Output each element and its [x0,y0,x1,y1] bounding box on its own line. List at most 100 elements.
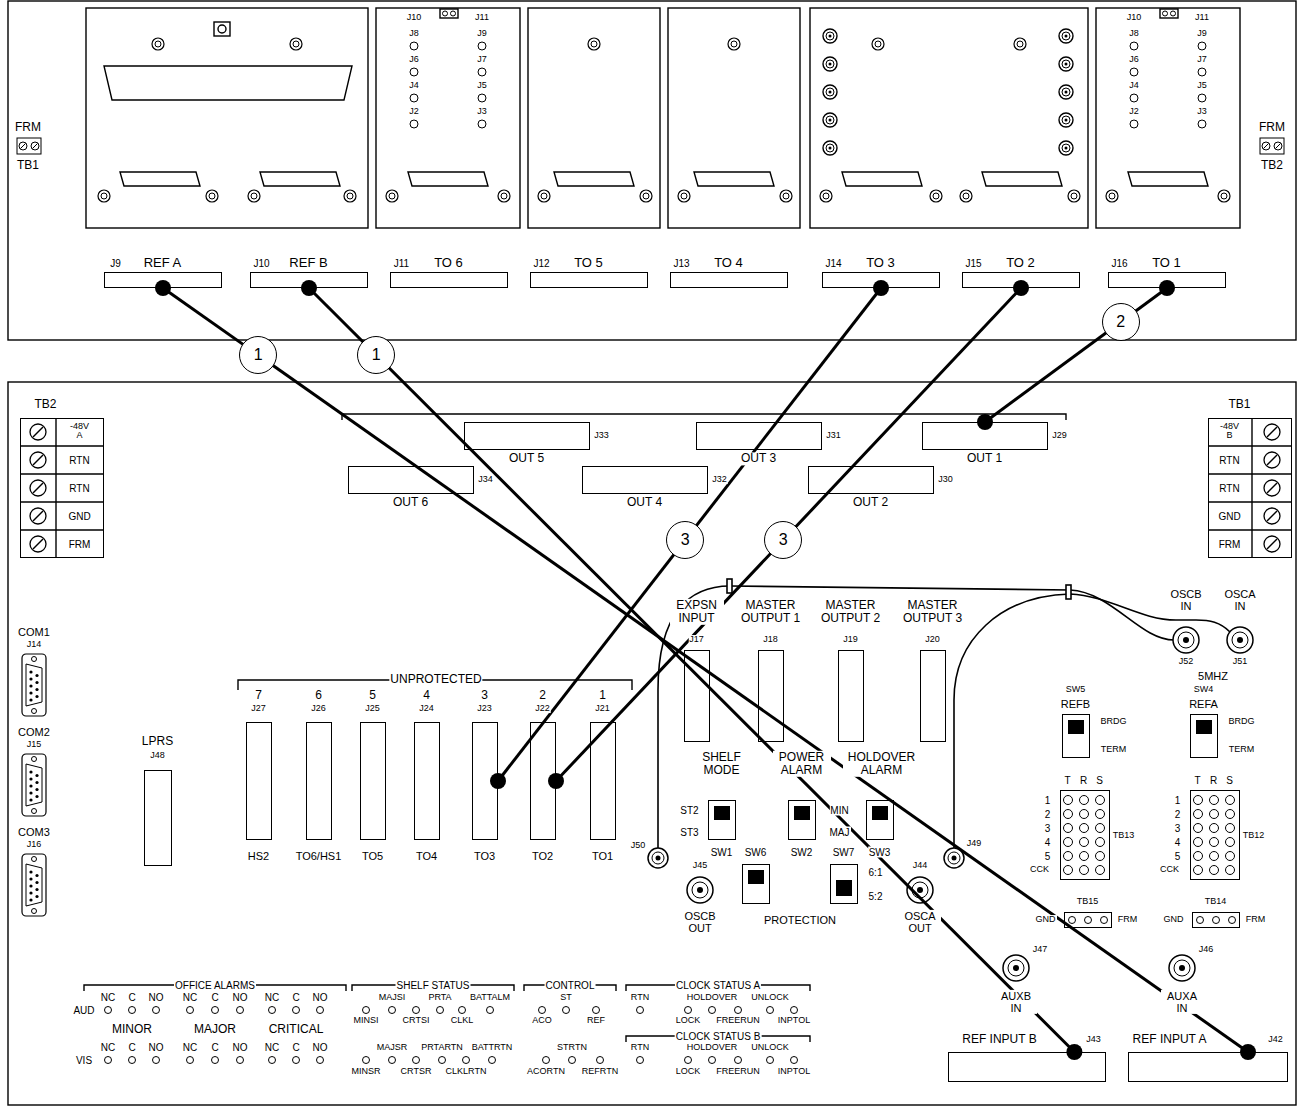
pin-label: STRTN [556,1043,588,1053]
box-label: J25 [364,704,381,714]
cable [309,288,1074,1052]
box-label: MASTER OUTPUT 2 [817,598,885,624]
cable-plug [548,773,564,789]
box-label: J19 [842,635,859,645]
pin-label: UNLOCK [750,1043,790,1053]
box-label: REFB [1060,697,1091,709]
pin-label: NO [312,1042,329,1053]
cable-plug [155,280,171,296]
pin-label: C [127,992,136,1003]
connector-label: J47 [1032,945,1049,955]
box-label: TO 3 [865,255,896,269]
box-label: TB1 [1227,398,1251,411]
terminal-block: TB1-48V BRTNRTNGNDFRM [1208,418,1292,558]
pin-label: NC [182,1042,198,1053]
box-label: SW3 [868,846,892,857]
port-label: J14 [26,640,43,650]
output-connector: OUT 2J30 [808,466,934,494]
box-label: TO4 [415,849,438,861]
ground-terminal: TB15GNDFRM [1064,912,1112,928]
jack-label: J2 [1128,107,1140,117]
pin-label: C [210,1042,219,1053]
box-label: CCK [1029,865,1050,875]
box-label: -48V B [1217,422,1243,442]
unprotected-connector: 2J22TO2 [530,722,556,840]
pin-label: CLKLRTN [445,1067,488,1077]
box-label: FRM [1218,538,1242,549]
connector-label: J49 [966,839,983,849]
box-label: 6:1 [868,866,884,877]
terminal-screws [30,424,1280,552]
port-label: COM1 [17,626,51,638]
box-label: MASTER OUTPUT 3 [899,598,967,624]
pin-label: LOCK [675,1067,702,1077]
jack-label: J8 [408,29,420,39]
box-label: J33 [593,431,610,441]
box-label: 3 [1174,822,1182,833]
box-label: J23 [476,704,493,714]
lprs-connector: LPRSJ48 [144,770,172,866]
unprotected-connector: 4J24TO4 [414,722,440,840]
box-label: J31 [825,431,842,441]
master-connector: MASTER OUTPUT 3J20 [920,650,946,742]
box-label: J48 [149,751,166,761]
box-label: OUT 6 [392,496,429,509]
box-label: J14 [824,257,842,268]
box-label: 4 [1174,836,1182,847]
serial-connector [22,654,46,916]
pin-label: MINOR [111,1023,153,1036]
box-label: SW7 [832,846,856,857]
box-label: OUT 5 [508,452,545,465]
box-label: 3 [1044,822,1052,833]
panel-connector: J14TO 3 [822,272,940,288]
frame-terminal [17,11,1284,154]
pin-label: REFRTN [581,1067,619,1077]
alarm-pins [105,1007,798,1064]
pin-label: NC [264,1042,280,1053]
switch-slider [714,720,1212,896]
pin-label: CRITICAL [268,1023,325,1036]
box-label: RTN [68,454,90,465]
pin-label: BATTALM [469,993,511,1003]
jack-label: J5 [476,81,488,91]
box-label: OUT 1 [966,452,1003,465]
unprotected-connector: 6J26TO6/HS1 [306,722,332,840]
box-label: J9 [109,257,122,268]
output-connector: OUT 5J33 [464,422,590,450]
box-label: J20 [924,635,941,645]
pin-label: MAJOR [193,1023,237,1036]
connector-label: J46 [1198,945,1215,955]
output-connector: OUT 3J31 [696,422,822,450]
box-label: 2 [538,689,547,702]
box-label: HOLDOVER ALARM [843,750,921,776]
jack-label: J2 [408,107,420,117]
box-label: RTN [68,482,90,493]
pin-label: NO [148,992,165,1003]
output-connector: OUT 6J34 [348,466,474,494]
jack-label: J9 [1196,29,1208,39]
connector-label: AUXB IN [995,990,1037,1014]
connector-label: J44 [912,861,929,871]
connector-label: J45 [692,861,709,871]
cable [985,288,1167,422]
connector-label: AUXA IN [1161,990,1203,1014]
pin-label: NC [100,992,116,1003]
pin-label: FREERUN [715,1067,761,1077]
pin-label: NC [100,1042,116,1053]
callout-number: 1 [357,336,395,374]
box-label: GND [1217,510,1241,521]
box-label: REF INPUT B [961,1033,1037,1046]
panel-connector: J10REF B [250,272,368,288]
pin-label: PRTARTN [420,1043,464,1053]
jack-label: J4 [1128,81,1140,91]
callout-number: 2 [1102,303,1140,341]
box-label: 1 [1044,794,1052,805]
box-label: CCK [1159,865,1180,875]
pin-label: ST [559,993,573,1003]
panel-connector: J12TO 5 [530,272,648,288]
box-label: TO3 [473,849,496,861]
box-label: 2 [1044,808,1052,819]
box-label: OUT 3 [740,452,777,465]
box-label: REF INPUT A [1132,1033,1208,1046]
pin-label: PRTA [427,993,452,1003]
